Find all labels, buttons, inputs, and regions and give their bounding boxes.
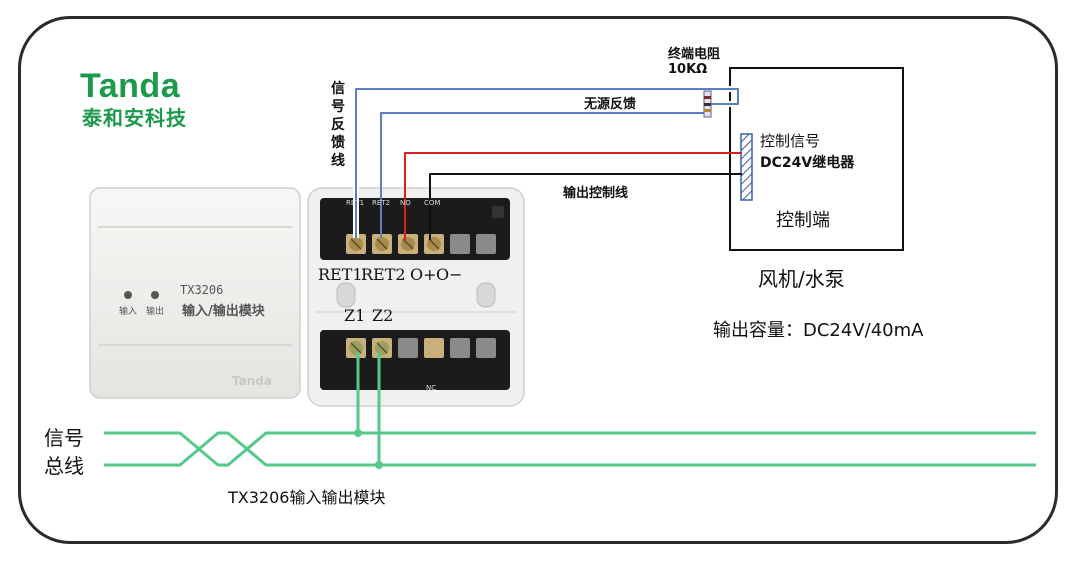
output-led bbox=[151, 291, 159, 299]
device-box bbox=[729, 67, 904, 251]
feedback-line-label: 信 号 反 馈 线 bbox=[331, 81, 345, 169]
resistor-value-label: 10KΩ bbox=[668, 62, 708, 77]
terminal-resistor-label: 终端电阻 bbox=[668, 47, 721, 62]
output-led-label: 输出 bbox=[146, 307, 165, 317]
terminal-label-o-minus: O− bbox=[436, 265, 463, 284]
output-wire-black bbox=[429, 173, 742, 240]
terminal-label-z2: Z2 bbox=[372, 306, 394, 325]
terminal-label-ret2: RET2 bbox=[361, 265, 406, 284]
bus-line-2 bbox=[104, 431, 1036, 467]
brand-tagline: 泰和安科技 bbox=[82, 106, 187, 130]
signal-bus-label-line2: 总线 bbox=[44, 454, 84, 478]
print-nc: NC bbox=[426, 384, 437, 392]
passive-feedback-label: 无源反馈 bbox=[584, 97, 637, 112]
relay-label: DC24V继电器 bbox=[760, 155, 855, 171]
diagram-frame bbox=[18, 16, 1058, 544]
terminal-label-z1: Z1 bbox=[344, 306, 366, 325]
print-ret2: RET2 bbox=[372, 199, 391, 207]
control-end-label: 控制端 bbox=[776, 210, 830, 231]
output-wire-red bbox=[404, 152, 742, 240]
terminal-base bbox=[307, 187, 525, 407]
bus-line-1 bbox=[104, 431, 1036, 467]
screw-ret2 bbox=[372, 234, 392, 254]
output-control-line-label: 输出控制线 bbox=[563, 186, 629, 201]
print-com: COM bbox=[424, 199, 441, 207]
input-led bbox=[124, 291, 132, 299]
terminal-label-o-plus: O+ bbox=[410, 265, 437, 284]
feedback-wire-ret2 bbox=[380, 112, 711, 238]
screw-o-minus bbox=[424, 234, 444, 254]
module-model: TX3206 bbox=[180, 283, 224, 297]
module-title: 输入/输出模块 bbox=[182, 304, 265, 319]
input-led-label: 输入 bbox=[119, 307, 138, 317]
screw-o-plus bbox=[398, 234, 418, 254]
screw-z1 bbox=[346, 338, 366, 358]
screw-z2 bbox=[372, 338, 392, 358]
signal-bus bbox=[104, 352, 1036, 467]
bottom-screws bbox=[346, 338, 496, 358]
control-signal-label: 控制信号 bbox=[760, 132, 821, 150]
output-capacity-label: 输出容量：DC24V/40mA bbox=[713, 320, 924, 341]
terminal-label-ret1: RET1 bbox=[318, 265, 363, 284]
module-caption: TX3206输入输出模块 bbox=[228, 488, 386, 507]
top-screws bbox=[346, 206, 504, 254]
module-faceplate bbox=[89, 187, 301, 399]
brand-logo: Tanda bbox=[80, 67, 181, 105]
print-ret1: RET1 bbox=[346, 199, 365, 207]
device-label: 风机/水泵 bbox=[758, 267, 845, 291]
screw-ret1 bbox=[346, 234, 366, 254]
relay-coil bbox=[740, 133, 753, 201]
print-no: NO bbox=[400, 199, 411, 207]
module-logo: Tanda bbox=[232, 374, 272, 388]
signal-bus-label-line1: 信号 bbox=[44, 426, 84, 450]
